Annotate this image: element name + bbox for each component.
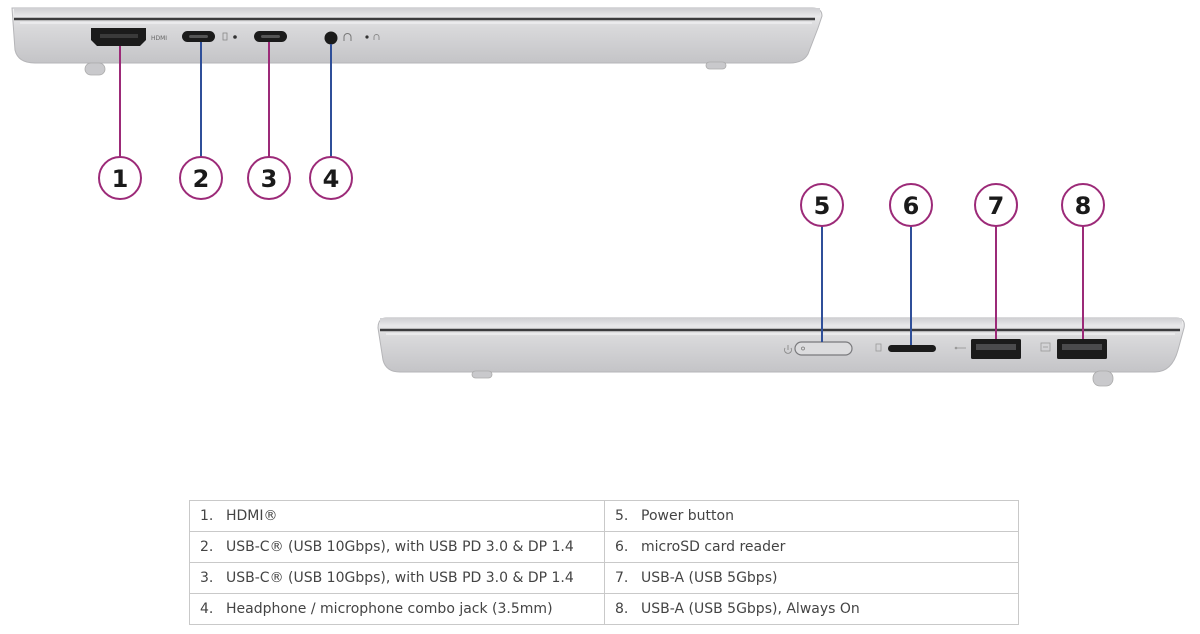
charge-indicator-icon — [222, 32, 237, 41]
table-row: 4. Headphone / microphone combo jack (3.5… — [189, 593, 1019, 625]
usb-a-port-2-tongue — [1062, 344, 1102, 350]
leader-lines — [119, 42, 1084, 345]
power-led — [801, 346, 805, 351]
legend-text: USB-A (USB 5Gbps) — [641, 570, 778, 586]
callout-4: 4 — [309, 156, 353, 200]
legend-number: 3. — [200, 570, 214, 586]
legend-cell-right: 7. USB-A (USB 5Gbps) — [604, 562, 1019, 594]
microsd-icon — [875, 343, 882, 352]
callout-5: 5 — [800, 183, 844, 227]
svg-text:5: 5 — [814, 192, 831, 220]
legend-number: 2. — [200, 539, 214, 555]
legend-text: Power button — [641, 508, 734, 524]
legend-text: Headphone / microphone combo jack (3.5mm… — [226, 601, 553, 617]
usb-c-port-2-tongue — [261, 35, 280, 38]
laptop-left-side: HDMI — [11, 7, 823, 76]
status-led — [365, 35, 369, 39]
legend-cell-left: 4. Headphone / microphone combo jack (3.5… — [189, 593, 605, 625]
legend-text: USB-C® (USB 10Gbps), with USB PD 3.0 & D… — [226, 570, 574, 586]
svg-text:2: 2 — [193, 165, 210, 193]
callout-2: 2 — [179, 156, 223, 200]
laptop-right-side — [377, 317, 1185, 387]
ports-legend-table: 1. HDMI® 5. Power button 2. USB-C® (USB 10G… — [189, 500, 1019, 625]
callout-6: 6 — [889, 183, 933, 227]
callout-1: 1 — [98, 156, 142, 200]
svg-text:3: 3 — [261, 165, 278, 193]
svg-text:1: 1 — [112, 165, 129, 193]
legend-text: HDMI® — [226, 508, 278, 524]
svg-text:7: 7 — [988, 192, 1005, 220]
callout-8: 8 — [1061, 183, 1105, 227]
legend-cell-left: 2. USB-C® (USB 10Gbps), with USB PD 3.0 &… — [189, 531, 605, 563]
legend-number: 5. — [615, 508, 629, 524]
hdmi-port-label: HDMI — [151, 35, 167, 42]
usb-a-port-1-tongue — [976, 344, 1016, 350]
usb-c-port-1-tongue — [189, 35, 208, 38]
hdmi-port: HDMI — [91, 28, 167, 46]
legend-number: 6. — [615, 539, 629, 555]
rubber-foot-right — [705, 61, 727, 70]
callout-7: 7 — [974, 183, 1018, 227]
callout-3: 3 — [247, 156, 291, 200]
table-row: 2. USB-C® (USB 10Gbps), with USB PD 3.0 &… — [189, 531, 1019, 563]
rubber-foot-left-right-view — [471, 370, 493, 379]
legend-cell-left: 1. HDMI® — [189, 500, 605, 532]
svg-text:4: 4 — [323, 165, 340, 193]
legend-number: 7. — [615, 570, 629, 586]
legend-cell-right: 8. USB-A (USB 5Gbps), Always On — [604, 593, 1019, 625]
legend-text: USB-A (USB 5Gbps), Always On — [641, 601, 860, 617]
rubber-foot-left — [84, 62, 106, 76]
table-row: 3. USB-C® (USB 10Gbps), with USB PD 3.0 &… — [189, 562, 1019, 594]
callouts: 1 2 3 4 5 6 7 8 — [98, 156, 1105, 227]
legend-cell-left: 3. USB-C® (USB 10Gbps), with USB PD 3.0 &… — [189, 562, 605, 594]
svg-text:6: 6 — [903, 192, 920, 220]
power-button — [794, 341, 853, 356]
legend-text: microSD card reader — [641, 539, 786, 555]
legend-text: USB-C® (USB 10Gbps), with USB PD 3.0 & D… — [226, 539, 574, 555]
legend-number: 1. — [200, 508, 214, 524]
rubber-foot-right-right-view — [1092, 370, 1114, 387]
usb-icon — [954, 346, 966, 350]
legend-number: 4. — [200, 601, 214, 617]
svg-text:8: 8 — [1075, 192, 1092, 220]
always-on-usb-icon — [1040, 342, 1051, 352]
legend-number: 8. — [615, 601, 629, 617]
legend-cell-right: 6. microSD card reader — [604, 531, 1019, 563]
audio-jack — [324, 31, 338, 45]
table-row: 1. HDMI® 5. Power button — [189, 500, 1019, 532]
legend-cell-right: 5. Power button — [604, 500, 1019, 532]
headset-small-icon — [373, 34, 380, 40]
microsd-slot — [888, 345, 936, 352]
power-icon — [784, 345, 792, 354]
headset-icon — [343, 33, 352, 41]
